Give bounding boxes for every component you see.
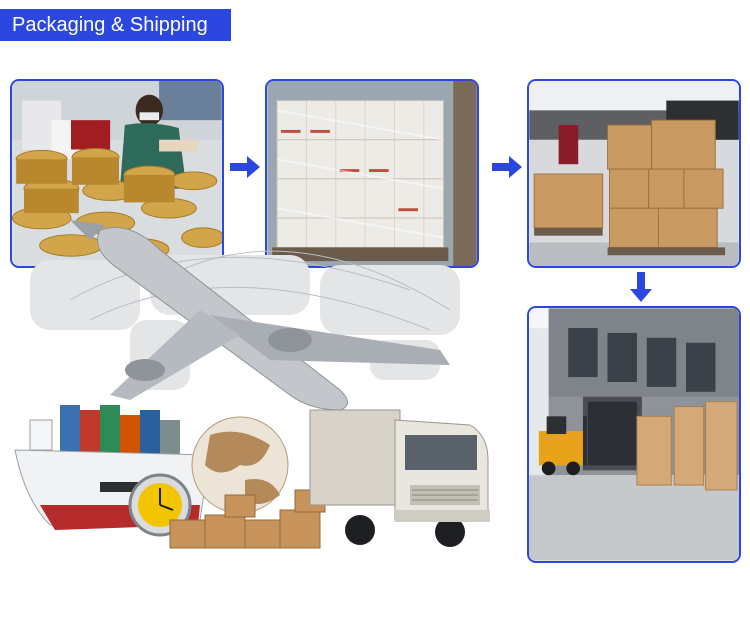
forklift-loading-truck-photo xyxy=(529,308,739,561)
arrow-right-icon xyxy=(230,156,260,178)
truck-icon xyxy=(309,409,490,547)
arrow-right-icon xyxy=(492,156,522,178)
logistics-collage-illustration xyxy=(14,220,490,549)
photo-wrapped-pallet xyxy=(265,79,479,268)
section-title: Packaging & Shipping xyxy=(12,14,208,36)
airplane-icon xyxy=(70,220,450,411)
logistics-collage xyxy=(10,220,510,560)
photo-forklift-loading xyxy=(527,306,741,563)
photo-warehouse-cartons xyxy=(527,79,741,268)
section-title-banner: Packaging & Shipping xyxy=(0,9,231,41)
shrink-wrapped-pallet-photo xyxy=(267,81,477,266)
arrow-down-icon xyxy=(630,272,652,302)
globe-icon xyxy=(191,416,289,514)
warehouse-carton-boxes-photo xyxy=(529,81,739,266)
